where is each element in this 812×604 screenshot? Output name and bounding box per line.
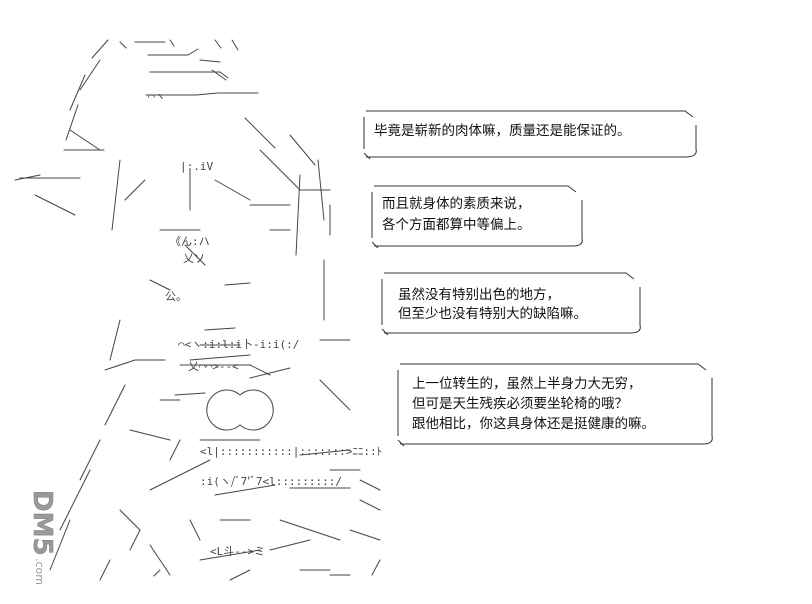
bubble-frame	[371, 185, 583, 249]
speech-bubble-1: 毕竟是崭新的肉体嘛，质量还是能保证的。	[360, 105, 700, 163]
speech-bubble-2: 而且就身体的素质来说， 各个方面都算中等偏上。	[368, 180, 588, 252]
svg-text:《ん:ハ: 《ん:ハ	[170, 235, 210, 248]
bubble-4-line-3: 跟他相比，你这具身体还是挺健康的嘛。	[412, 416, 655, 432]
svg-text:<l|:::::::::::|:::::::>ﾆﾆ::ﾄ: <l|:::::::::::|:::::::>ﾆﾆ::ﾄ	[200, 445, 382, 458]
dm5-watermark-logo: DM5 .com	[27, 490, 58, 585]
bubble-frame	[363, 110, 697, 160]
svg-text:<L斗‐‐>ミ: <L斗‐‐>ミ	[210, 545, 265, 558]
speech-bubble-3: 虽然没有特别出色的地方， 但至少也没有特别大的缺陷嘛。	[378, 267, 646, 339]
svg-text:⌒ヽ: ⌒ヽ	[148, 90, 166, 103]
svg-text:.com: .com	[33, 558, 46, 585]
speech-bubble-4: 上一位转生的，虽然上半身力大无穷， 但可是天生残疾必须要坐轮椅的哦？ 跟他相比，…	[394, 358, 718, 450]
svg-text:公。: 公。	[165, 290, 187, 303]
bubble-2-line-2: 各个方面都算中等偏上。	[382, 217, 531, 233]
bubble-3-line-1: 虽然没有特别出色的地方，	[398, 287, 560, 303]
bubble-frame	[397, 363, 713, 447]
svg-text:⌒<ヽ:i:l:i卜‐i:i(:/: ⌒<ヽ:i:l:i卜‐i:i(:/	[178, 338, 299, 351]
svg-text:乂⌒⌒>‐‐<: 乂⌒⌒>‐‐<	[188, 360, 239, 373]
bubble-2-line-1: 而且就身体的素质来说，	[382, 196, 531, 212]
svg-text:乂ソ: 乂ソ	[183, 252, 205, 265]
bubble-4-line-2: 但可是天生残疾必须要坐轮椅的哦？	[412, 396, 628, 412]
bubble-1-line-1: 毕竟是崭新的肉体嘛，质量还是能保证的。	[374, 123, 631, 139]
svg-text::i(ヽ/ﾞ7'ﾞ7<l:::::::::/: :i(ヽ/ﾞ7'ﾞ7<l:::::::::/	[200, 475, 342, 488]
svg-text:|:.iV: |:.iV	[180, 160, 213, 173]
bubble-frame	[381, 272, 641, 336]
bubble-3-line-2: 但至少也没有特别大的缺陷嘛。	[398, 306, 587, 322]
bubble-4-line-1: 上一位转生的，虽然上半身力大无穷，	[412, 376, 642, 392]
watermark-text: DM5	[27, 490, 57, 556]
